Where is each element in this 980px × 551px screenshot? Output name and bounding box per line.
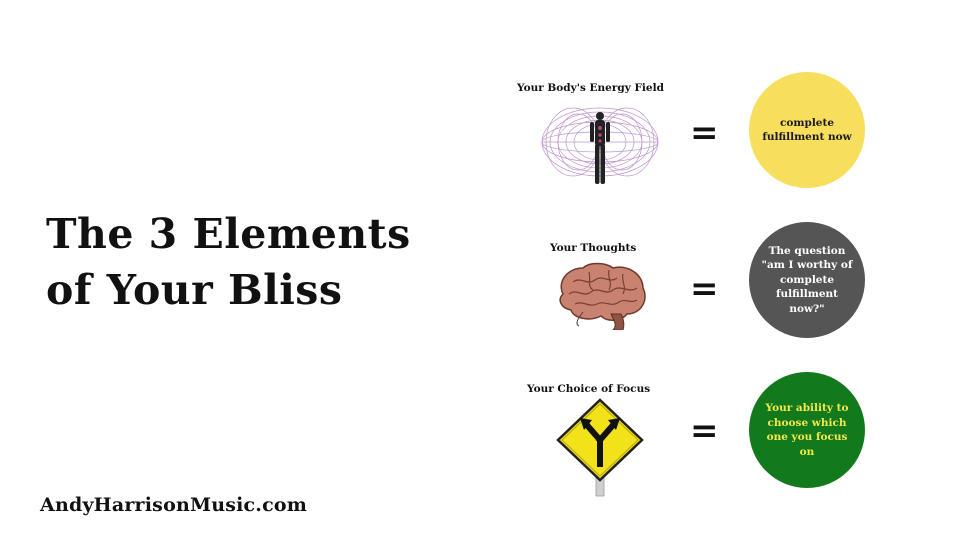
title-line-1: The 3 Elements	[46, 210, 411, 258]
footer-url: AndyHarrisonMusic.com	[40, 494, 308, 516]
equals-sign-1: =	[690, 113, 719, 153]
result-text-ability: Your ability to choose which one you foc…	[765, 402, 849, 458]
row-label-thoughts: Your Thoughts	[550, 242, 637, 254]
fork-road-sign-icon	[556, 398, 644, 497]
result-circle-fulfillment: complete fulfillment now	[749, 72, 865, 188]
result-circle-ability: Your ability to choose which one you foc…	[749, 372, 865, 488]
result-text-fulfillment: complete fulfillment now	[762, 116, 852, 144]
equals-sign-2: =	[690, 269, 719, 309]
torus-energy-field-icon	[541, 107, 659, 184]
row-label-choice-of-focus: Your Choice of Focus	[527, 383, 651, 395]
title-line-2: of Your Bliss	[46, 266, 343, 314]
equals-sign-3: =	[690, 411, 719, 451]
result-circle-question: The question "am I worthy of complete fu…	[749, 222, 865, 338]
brain-icon	[559, 262, 646, 330]
result-text-question: The question "am I worthy of complete fu…	[761, 244, 853, 315]
page-title: The 3 Elements of Your Bliss	[46, 206, 486, 318]
row-label-energy-field: Your Body's Energy Field	[517, 82, 664, 94]
